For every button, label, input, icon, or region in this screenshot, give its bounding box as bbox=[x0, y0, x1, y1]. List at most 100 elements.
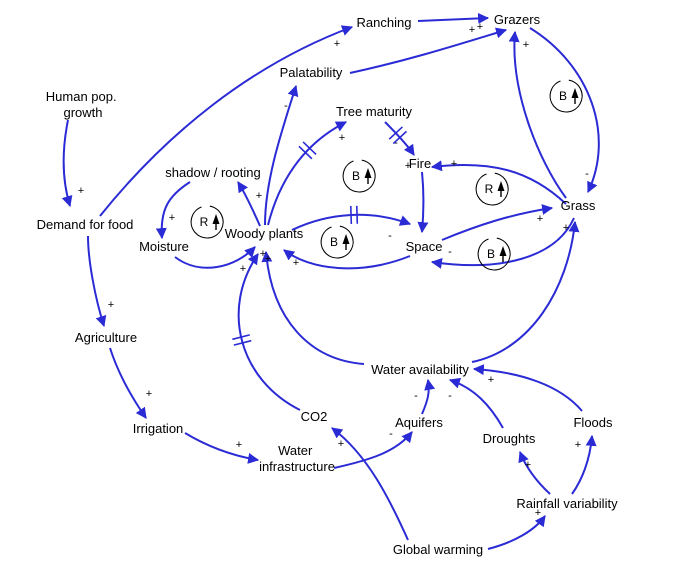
node-demand-for-food: Demand for food bbox=[37, 217, 134, 232]
loops-layer: B R B R B B bbox=[190, 79, 583, 271]
edge-space-to-grass bbox=[441, 204, 554, 241]
edge-woody-plants-to-tree-maturity-delay-mark bbox=[298, 141, 317, 160]
edge-water-availability-to-grass bbox=[471, 220, 580, 363]
edge-water-availability-to-woody-plants-polarity: + bbox=[265, 253, 271, 265]
edge-grass-to-grazers-polarity: + bbox=[523, 39, 529, 51]
edge-co2-to-woody-plants bbox=[237, 253, 301, 411]
edge-floods-to-water-availability-polarity: + bbox=[488, 374, 494, 386]
loop-space-grass-ring bbox=[477, 237, 511, 271]
node-aquifers: Aquifers bbox=[395, 415, 443, 430]
node-grass: Grass bbox=[561, 198, 596, 213]
loop-grazers-grass: B bbox=[549, 79, 583, 113]
edge-woody-plants-to-palatability bbox=[264, 84, 299, 226]
edge-woody-plants-to-shadow-rooting bbox=[237, 181, 261, 227]
loop-tree-maturity-arrow-icon bbox=[364, 168, 372, 178]
loop-grazers-grass-label: B bbox=[559, 89, 567, 103]
loop-moisture-label: R bbox=[200, 215, 209, 229]
edge-space-to-grass-polarity: + bbox=[537, 213, 543, 225]
node-woody-plants: Woody plants bbox=[225, 226, 304, 241]
edge-tree-maturity-to-fire-delay-mark bbox=[388, 126, 408, 145]
node-global-warming: Global warming bbox=[393, 542, 483, 557]
node-rainfall-variability: Rainfall variability bbox=[516, 496, 618, 511]
edge-woody-plants-to-space-polarity: - bbox=[388, 230, 392, 242]
loop-space-grass-arrow-icon bbox=[499, 246, 507, 256]
loop-moisture-arrow-icon bbox=[212, 214, 220, 224]
edge-co2-to-woody-plants-polarity: + bbox=[260, 248, 266, 260]
edge-irrigation-to-water-infra-polarity: + bbox=[236, 439, 242, 451]
loop-moisture: R bbox=[190, 205, 224, 239]
loop-woody-space-arrow-icon bbox=[342, 234, 350, 244]
edge-water-infra-to-aquifers-polarity: - bbox=[389, 428, 393, 440]
edge-shadow-rooting-to-moisture-polarity: + bbox=[169, 212, 175, 224]
loop-tree-maturity-ring bbox=[342, 159, 376, 193]
node-droughts: Droughts bbox=[483, 431, 536, 446]
edge-global-warming-to-co2 bbox=[331, 427, 409, 541]
loop-fire-arrow-icon bbox=[497, 181, 505, 191]
edge-global-warming-to-co2-polarity: + bbox=[338, 438, 344, 450]
edge-tree-maturity-to-fire-delay-stroke bbox=[392, 130, 408, 145]
loop-tree-maturity: B bbox=[342, 159, 376, 193]
edge-shadow-rooting-to-moisture bbox=[155, 181, 191, 240]
loop-woody-space-ring bbox=[320, 225, 354, 259]
node-space: Space bbox=[406, 239, 443, 254]
edge-co2-to-woody-plants-delay-mark bbox=[232, 334, 252, 346]
node-water-infrastructure: Water infrastructure bbox=[259, 443, 335, 474]
loop-fire-ring bbox=[475, 172, 509, 206]
edge-woody-plants-to-tree-maturity-delay-stroke bbox=[298, 145, 313, 160]
node-moisture: Moisture bbox=[139, 239, 189, 254]
edge-space-to-woody-plants-polarity: + bbox=[293, 257, 299, 269]
edge-grazers-to-grass-polarity: - bbox=[585, 168, 589, 180]
edge-co2-to-woody-plants-delay-stroke bbox=[233, 339, 252, 346]
edge-rainfall-var-to-floods-polarity: + bbox=[575, 439, 581, 451]
node-grazers: Grazers bbox=[494, 12, 541, 27]
edge-human-pop-to-demand-food-polarity: + bbox=[78, 185, 84, 197]
edge-grass-to-space bbox=[430, 217, 575, 269]
node-floods: Floods bbox=[573, 415, 613, 430]
edge-irrigation-to-water-infra bbox=[184, 432, 260, 464]
node-co2: CO2 bbox=[301, 409, 328, 424]
edge-moisture-to-woody-plants-polarity: + bbox=[240, 263, 246, 275]
edge-aquifers-to-water-availability bbox=[421, 378, 436, 415]
loop-woody-space-label: B bbox=[330, 235, 338, 249]
edge-woody-plants-to-palatability-polarity: - bbox=[284, 100, 288, 112]
loop-grazers-grass-arrow-icon bbox=[571, 88, 579, 98]
node-water-availability: Water availability bbox=[371, 362, 469, 377]
loop-space-grass-label: B bbox=[487, 247, 495, 261]
edge-aquifers-to-water-availability-polarity: - bbox=[414, 390, 418, 402]
edge-woody-plants-to-tree-maturity bbox=[267, 121, 347, 226]
loop-tree-maturity-label: B bbox=[352, 169, 360, 183]
node-palatability: Palatability bbox=[280, 65, 343, 80]
edge-demand-food-to-ranching bbox=[99, 25, 354, 217]
edge-water-availability-to-grass-polarity: + bbox=[563, 222, 569, 234]
signs-layer: +++++-+-+-+++-++++-+++++---+++++ bbox=[78, 21, 589, 519]
edge-global-warming-to-rainfall-var bbox=[487, 515, 546, 550]
loop-woody-space: B bbox=[320, 225, 354, 259]
edge-demand-food-to-ranching-polarity: + bbox=[334, 38, 340, 50]
loop-grazers-grass-ring bbox=[549, 79, 583, 113]
edge-agriculture-to-irrigation-polarity: + bbox=[146, 388, 152, 400]
node-shadow-rooting: shadow / rooting bbox=[165, 165, 260, 180]
edge-grass-to-grazers bbox=[508, 30, 567, 199]
loop-fire: R bbox=[475, 172, 509, 206]
edge-grazers-to-grass bbox=[529, 27, 600, 193]
edge-fire-to-space bbox=[417, 171, 429, 234]
edge-co2-to-woody-plants-delay-stroke bbox=[232, 334, 250, 341]
edge-tree-maturity-to-fire-delay-stroke bbox=[388, 126, 403, 140]
edge-grass-to-space-polarity: - bbox=[448, 246, 452, 258]
edge-droughts-to-water-availability-polarity: - bbox=[448, 390, 452, 402]
edge-demand-food-to-agriculture bbox=[87, 235, 107, 328]
edge-woody-plants-to-tree-maturity-delay-stroke bbox=[302, 141, 317, 156]
loop-moisture-ring bbox=[190, 205, 224, 239]
edge-demand-food-to-agriculture-polarity: + bbox=[108, 299, 114, 311]
edge-agriculture-to-irrigation bbox=[109, 347, 147, 419]
edge-moisture-to-woody-plants bbox=[174, 246, 256, 269]
edge-ranching-to-grazers-polarity: + bbox=[469, 24, 475, 36]
edge-water-availability-to-woody-plants bbox=[261, 250, 365, 365]
edge-ranching-to-grazers bbox=[417, 12, 490, 24]
edge-droughts-to-water-availability bbox=[448, 377, 504, 429]
nodes-layer: Human pop. growth Ranching Grazers Palat… bbox=[37, 12, 618, 557]
edge-global-warming-to-rainfall-var-polarity: + bbox=[535, 507, 541, 519]
node-tree-maturity: Tree maturity bbox=[336, 104, 413, 119]
edge-rainfall-var-to-droughts bbox=[518, 450, 551, 495]
